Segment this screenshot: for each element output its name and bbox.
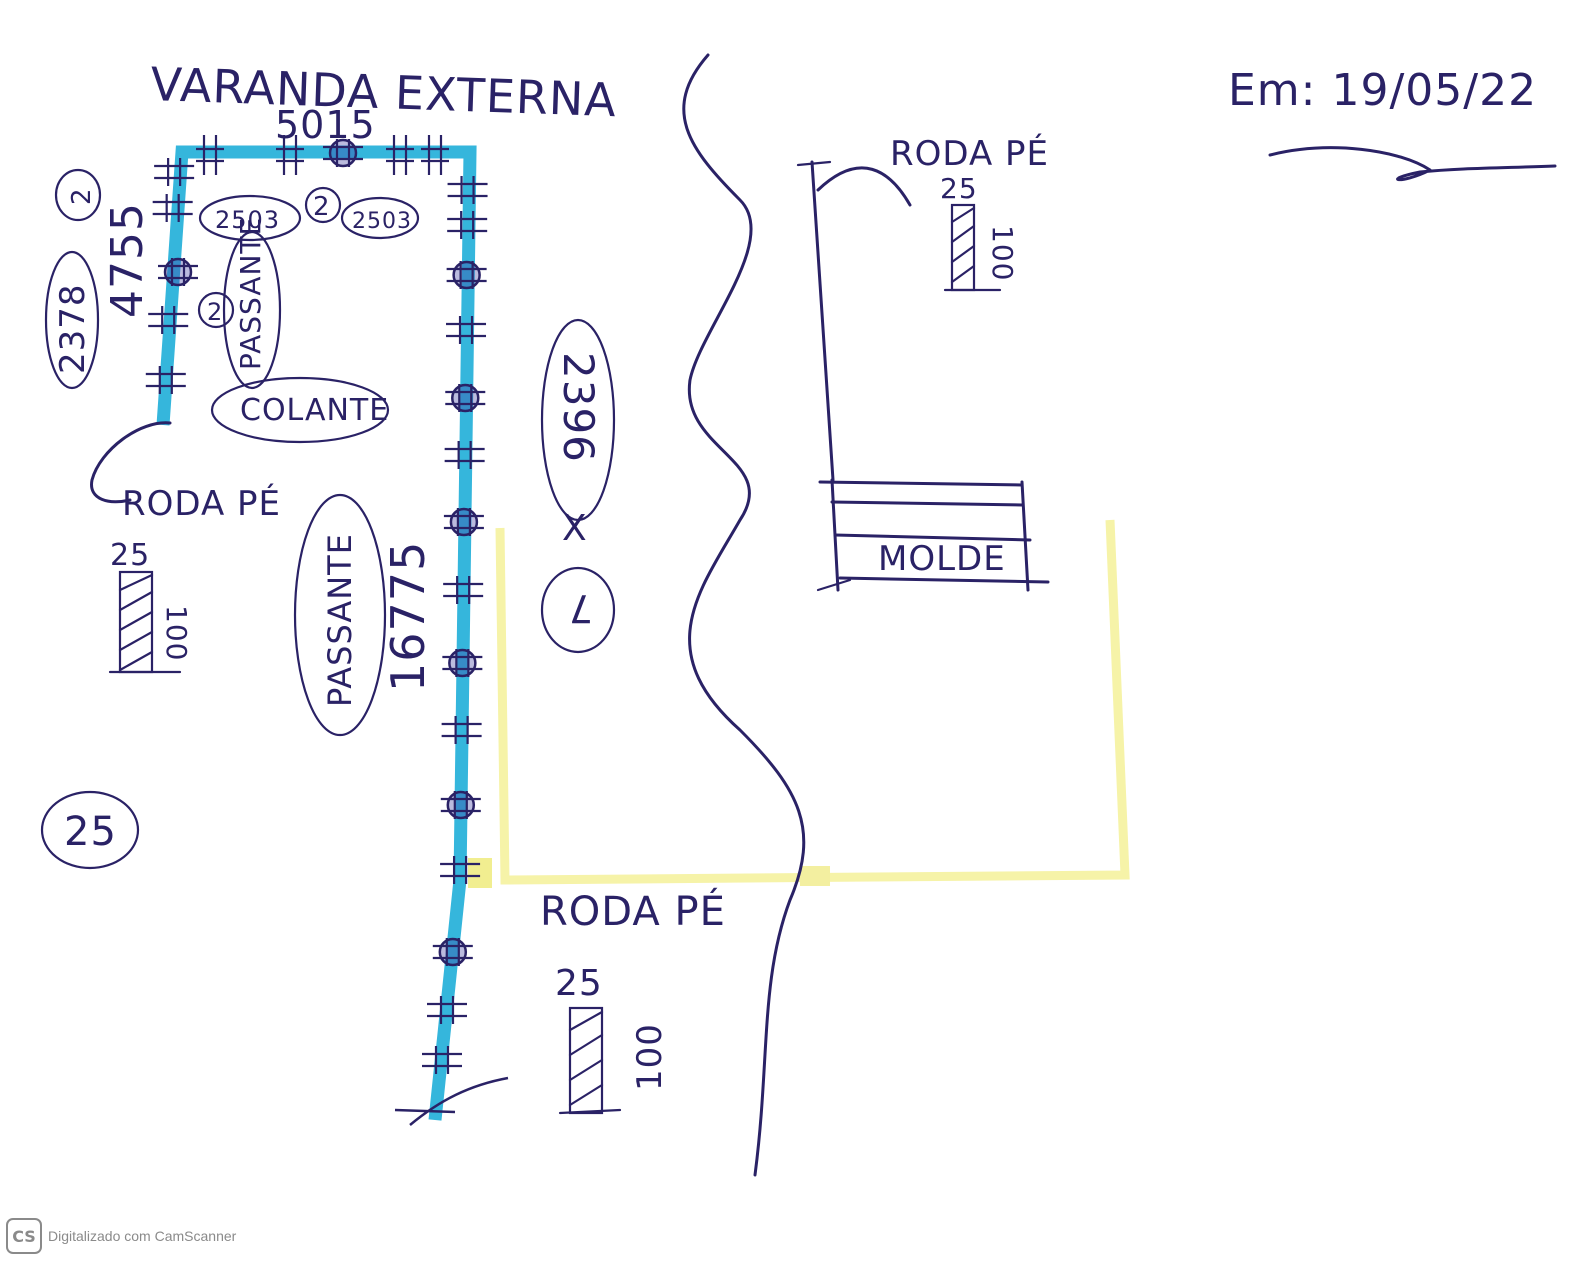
right-joint-3-cross bbox=[442, 649, 483, 677]
circle-passante-left bbox=[222, 230, 282, 390]
colante-label: COLANTE bbox=[240, 393, 389, 428]
top-tick-3 bbox=[421, 135, 449, 175]
right-joint-2-cross bbox=[443, 508, 484, 536]
left-tick-3 bbox=[145, 366, 186, 394]
molde-shape bbox=[816, 478, 1050, 592]
rodape-2-height: 100 bbox=[630, 1023, 670, 1091]
date-label: Em: 19/05/22 bbox=[1228, 65, 1537, 116]
corner-label: 25 bbox=[64, 809, 117, 855]
circle-passante-left-count bbox=[197, 291, 235, 329]
scanner-watermark: CS Digitalizado com CamScanner bbox=[6, 1218, 236, 1254]
dim-top-a: 2503 bbox=[215, 206, 280, 234]
right-joint-5 bbox=[438, 937, 468, 967]
title-varanda-externa: VARANDA EXTERNA bbox=[150, 57, 618, 127]
passante-left: PASSANTE bbox=[234, 217, 267, 370]
rodape-3-leader bbox=[816, 166, 912, 207]
rodape-3-label: RODA PÉ bbox=[890, 133, 1049, 174]
right-tick-1 bbox=[447, 211, 488, 239]
top-tick-1 bbox=[276, 135, 304, 175]
circle-dim-top-a bbox=[198, 194, 302, 242]
circle-dim-top-count bbox=[304, 186, 342, 224]
dim-left-outer-count: 2 bbox=[67, 187, 97, 205]
dim-right-mult: X bbox=[562, 508, 588, 549]
rodape-2-label: RODA PÉ bbox=[540, 887, 726, 935]
right-joint-0 bbox=[452, 260, 481, 290]
rodape-2-hatch bbox=[558, 1006, 622, 1115]
scanner-watermark-text: Digitalizado com CamScanner bbox=[48, 1228, 237, 1244]
right-tick-6 bbox=[440, 856, 481, 884]
rodape-1-leader bbox=[90, 421, 172, 504]
circle-dim-left-outer bbox=[44, 250, 100, 390]
right-joint-1 bbox=[451, 383, 480, 413]
right-joint-0-cross bbox=[446, 261, 487, 289]
rodape-1-height: 100 bbox=[160, 605, 193, 661]
camscanner-logo-icon: CS bbox=[6, 1218, 42, 1254]
circle-dim-right-count bbox=[540, 566, 616, 654]
rodape-1-width: 25 bbox=[110, 538, 150, 573]
dim-left-inner: 4755 bbox=[102, 202, 153, 318]
right-joint-5-cross bbox=[432, 938, 473, 966]
left-joint bbox=[163, 257, 193, 287]
right-wall-cap bbox=[796, 160, 832, 167]
dimension-top: 5015 bbox=[275, 103, 376, 147]
top-tick-0 bbox=[196, 135, 224, 175]
wall-marks bbox=[145, 135, 509, 1126]
right-tick-4 bbox=[443, 576, 484, 604]
signature bbox=[1268, 146, 1557, 182]
left-tick-0 bbox=[154, 158, 195, 186]
right-tick-8 bbox=[422, 1046, 462, 1074]
left-tick-1 bbox=[152, 194, 193, 222]
right-joint-4-cross bbox=[440, 791, 481, 819]
left-tick-2 bbox=[148, 306, 189, 334]
rodape-3-hatch bbox=[943, 203, 1002, 292]
molde-label: MOLDE bbox=[878, 539, 1006, 579]
circle-dim-top-b bbox=[340, 196, 420, 240]
right-tick-3 bbox=[444, 441, 485, 469]
dim-top-b: 2503 bbox=[352, 209, 412, 234]
left-joint-cross bbox=[158, 258, 198, 286]
right-tick-7 bbox=[427, 996, 467, 1024]
circle-colante bbox=[210, 376, 390, 444]
wall-outline-cyan bbox=[156, 145, 477, 1121]
right-wall-line bbox=[810, 160, 835, 482]
wall-end-stroke bbox=[394, 1076, 509, 1126]
circle-dim-right-long bbox=[540, 318, 616, 522]
passante-right: PASSANTE bbox=[321, 533, 359, 707]
dim-top-count: 2 bbox=[313, 192, 331, 222]
dim-right-long: 2396 bbox=[554, 352, 603, 463]
right-joint-1-cross bbox=[445, 384, 486, 412]
right-joint-3 bbox=[448, 648, 477, 678]
dim-right-inner: 16775 bbox=[381, 541, 435, 692]
right-tick-2 bbox=[446, 316, 487, 344]
separator-wavy-line bbox=[682, 53, 806, 1177]
rodape-3-width: 25 bbox=[940, 172, 978, 205]
rodape-2-width: 25 bbox=[555, 963, 603, 1004]
dim-right-count: 7 bbox=[568, 586, 593, 630]
passante-left-count: 2 bbox=[207, 298, 223, 326]
rodape-1-label: RODA PÉ bbox=[122, 483, 281, 524]
circle-corner-label bbox=[40, 790, 140, 870]
circle-count-left bbox=[54, 168, 102, 222]
rodape-1-hatch bbox=[108, 570, 182, 674]
right-tick-5 bbox=[441, 716, 482, 744]
top-tick-2 bbox=[386, 135, 414, 175]
rodape-3-height: 100 bbox=[986, 225, 1019, 281]
right-joint-4 bbox=[446, 790, 476, 820]
dim-left-outer: 2378 bbox=[53, 283, 93, 374]
circle-passante-right bbox=[293, 493, 387, 737]
right-joint-2 bbox=[449, 507, 479, 537]
yellow-highlight-outline bbox=[468, 519, 1130, 888]
top-joint-cross bbox=[323, 139, 363, 167]
right-tick-0 bbox=[447, 176, 488, 204]
